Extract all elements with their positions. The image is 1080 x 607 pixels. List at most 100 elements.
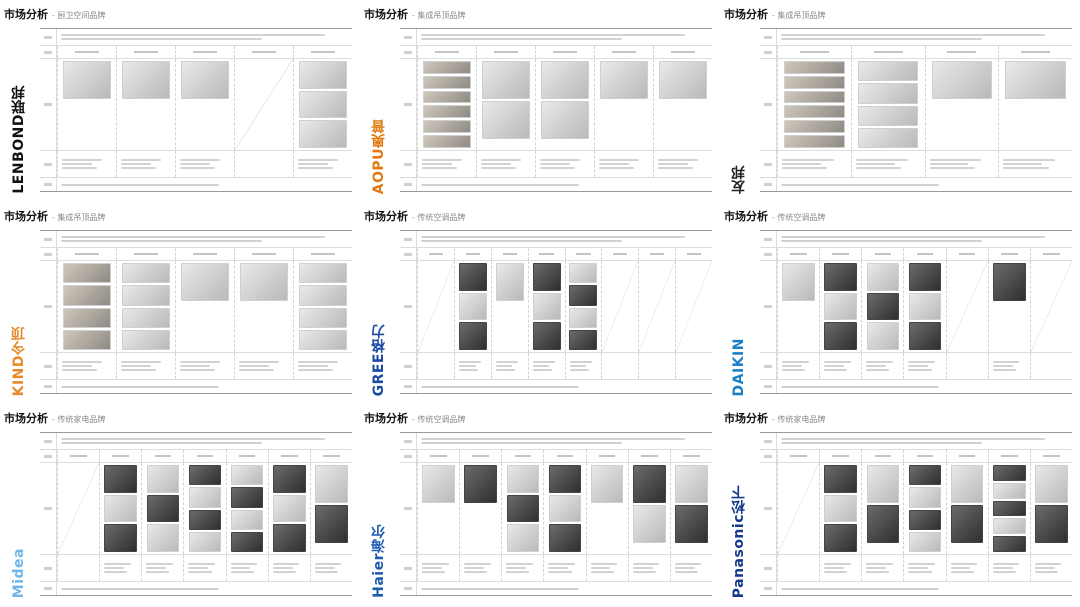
text-line-placeholder <box>314 571 339 573</box>
advantage-cell <box>141 555 183 581</box>
text-line-placeholder <box>781 236 1046 238</box>
table-row-intro <box>40 29 352 46</box>
advantage-cell <box>601 353 638 379</box>
comparison-table <box>760 28 1072 192</box>
product-image <box>272 465 306 493</box>
product-column <box>819 261 861 352</box>
product-image <box>188 509 222 530</box>
product-image <box>659 61 707 99</box>
column-header <box>490 248 528 260</box>
panel-title: 市场分析 <box>4 8 48 21</box>
text-line-placeholder <box>180 369 215 371</box>
market-panel: 市场分析- 集成吊顶品牌友邦 <box>720 0 1080 202</box>
intro-text <box>417 29 712 45</box>
table-row-products <box>400 59 712 151</box>
text-line-placeholder <box>481 159 521 161</box>
product-image <box>784 135 845 148</box>
table-row-summary <box>400 178 712 191</box>
text-line-placeholder <box>298 361 338 363</box>
product-image <box>541 61 589 99</box>
text-line-placeholder <box>855 167 902 169</box>
row-label <box>760 46 777 58</box>
intro-text <box>417 433 712 449</box>
product-image <box>506 524 540 553</box>
row-label <box>400 46 417 58</box>
text-line-placeholder <box>421 442 622 444</box>
panel-subtitle: - 集成吊顶品牌 <box>772 11 826 20</box>
column-header <box>57 450 99 462</box>
table-row-header <box>760 450 1072 463</box>
column-header <box>564 248 602 260</box>
brand-name: AOPU奥普 <box>371 118 387 194</box>
text-line-placeholder <box>506 563 533 565</box>
product-image <box>122 61 170 99</box>
brand-logo: KIND今顶 <box>2 228 36 396</box>
row-label <box>400 151 417 177</box>
text-line-placeholder <box>782 361 809 363</box>
table-row-summary <box>760 178 1072 191</box>
advantage-cell <box>234 353 293 379</box>
table-row-intro <box>400 433 712 450</box>
row-label <box>760 151 777 177</box>
product-image <box>857 83 919 104</box>
summary-text <box>777 178 1072 191</box>
panel-subtitle: - 集成吊顶品牌 <box>412 11 466 20</box>
text-line-placeholder <box>599 167 634 169</box>
product-column <box>653 59 712 150</box>
product-image <box>423 135 471 148</box>
advantage-cell <box>945 555 988 581</box>
advantage-cell <box>675 353 712 379</box>
table-row-intro <box>760 433 1072 450</box>
summary-text <box>417 582 712 595</box>
text-line-placeholder <box>781 240 982 242</box>
panel-subtitle: - 集成吊顶品牌 <box>52 213 106 222</box>
column-header <box>116 46 175 58</box>
advantage-cell <box>527 353 565 379</box>
product-image <box>240 263 288 301</box>
column-header <box>417 450 459 462</box>
product-image <box>866 465 900 503</box>
product-column <box>594 59 653 150</box>
product-image <box>188 487 222 508</box>
comparison-table <box>400 230 712 394</box>
text-line-placeholder <box>992 563 1020 565</box>
text-line-placeholder <box>824 567 845 569</box>
text-line-placeholder <box>1003 167 1049 169</box>
panel-title: 市场分析 <box>724 412 768 425</box>
text-line-placeholder <box>104 563 131 565</box>
text-line-placeholder <box>180 159 220 161</box>
column-header <box>777 248 819 260</box>
text-line-placeholder <box>481 163 511 165</box>
product-image <box>992 500 1026 517</box>
product-image <box>464 465 498 503</box>
table-row-summary <box>400 582 712 595</box>
column-header <box>1029 248 1072 260</box>
intro-text <box>57 433 352 449</box>
product-column <box>99 463 141 554</box>
intro-text <box>777 433 1072 449</box>
panel-title: 市场分析 <box>4 412 48 425</box>
text-line-placeholder <box>540 167 575 169</box>
table-row-products <box>400 463 712 555</box>
text-line-placeholder <box>121 365 151 367</box>
product-image <box>63 329 111 350</box>
product-column <box>777 59 851 150</box>
text-line-placeholder <box>781 38 982 40</box>
advantage-cell <box>535 151 594 177</box>
product-image <box>784 105 845 119</box>
product-image <box>824 322 858 351</box>
advantage-cell <box>225 555 268 581</box>
product-image <box>824 494 858 523</box>
column-header <box>819 450 861 462</box>
text-line-placeholder <box>950 567 971 569</box>
brand-logo: GREE格力 <box>362 228 396 396</box>
row-label <box>400 463 417 554</box>
row-label <box>760 433 777 449</box>
product-image <box>423 61 471 74</box>
row-label <box>400 248 417 260</box>
text-line-placeholder <box>421 587 579 590</box>
column-header <box>1029 450 1072 462</box>
text-line-placeholder <box>464 563 491 565</box>
brand-name: Panasonic松下 <box>731 484 747 598</box>
